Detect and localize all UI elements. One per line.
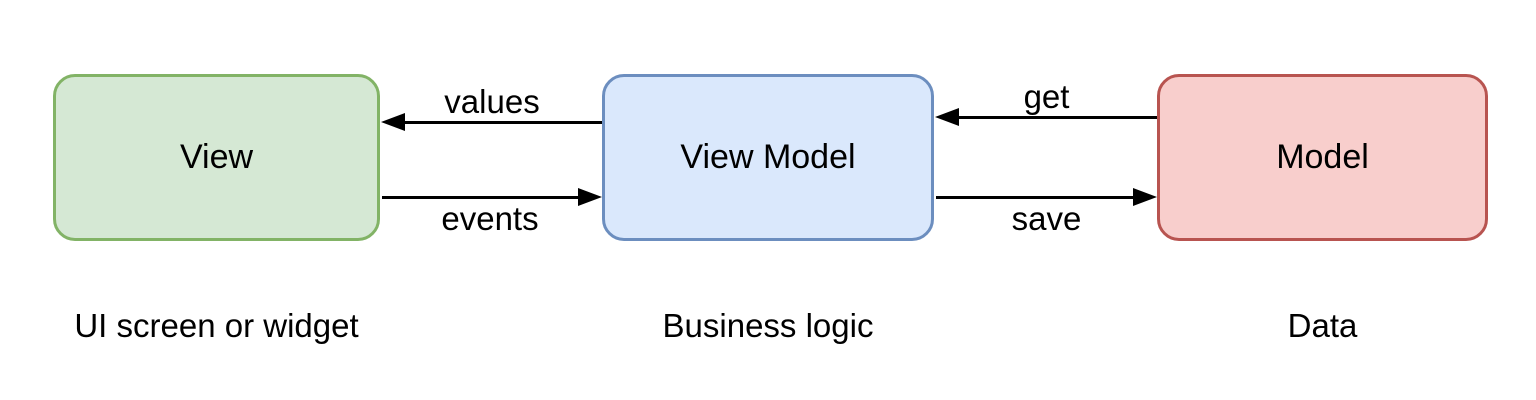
right-arrowhead-icon xyxy=(1133,188,1157,206)
node-view-model-label: View Model xyxy=(680,138,856,177)
node-view-model: View Model xyxy=(602,74,934,241)
edge-events-label: events xyxy=(441,200,539,237)
edge-values-label: values xyxy=(444,83,540,120)
caption-view-model: Business logic xyxy=(662,307,874,344)
right-arrowhead-icon xyxy=(578,188,602,206)
caption-model: Data xyxy=(1287,307,1358,344)
edge-save-line xyxy=(936,196,1133,199)
node-view-label: View xyxy=(179,138,254,177)
edge-events-line xyxy=(382,196,578,199)
edge-get-label: get xyxy=(1023,78,1070,115)
node-model: Model xyxy=(1157,74,1488,241)
left-arrowhead-icon xyxy=(381,113,405,131)
edge-values-line xyxy=(404,121,602,124)
left-arrowhead-icon xyxy=(935,108,959,126)
edge-save-label: save xyxy=(1011,200,1082,237)
node-view: View xyxy=(53,74,380,241)
node-model-label: Model xyxy=(1276,138,1369,177)
edge-get-line xyxy=(958,116,1157,119)
caption-view: UI screen or widget xyxy=(74,307,359,344)
